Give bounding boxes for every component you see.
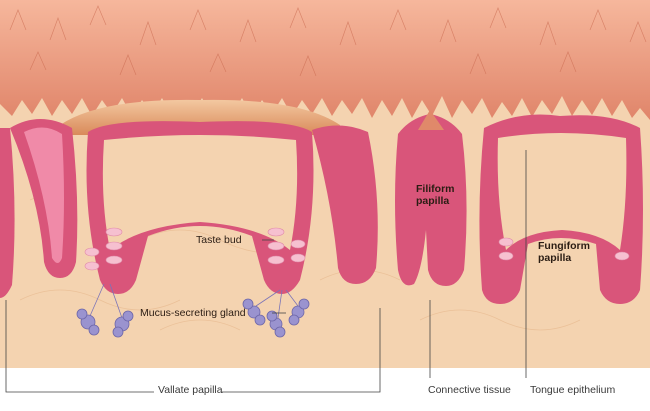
taste-buds-fungiform <box>498 237 630 261</box>
vallate-papilla-inner <box>102 135 298 250</box>
leader-lines <box>5 150 527 393</box>
taste-buds-right <box>267 227 306 265</box>
taste-buds-left <box>84 227 123 271</box>
label-vallate: Vallate papilla <box>158 384 223 396</box>
label-filiform-line1: Filiform <box>416 183 455 195</box>
surface-spike-texture <box>9 5 647 77</box>
label-fungiform-line2: papilla <box>538 252 572 265</box>
label-epithelium: Tongue epithelium <box>530 384 616 396</box>
bottom-white-strip <box>0 368 650 411</box>
tongue-surface-spikes <box>0 0 650 120</box>
left-partial-papilla <box>0 128 15 298</box>
mucus-gland-left <box>76 283 134 338</box>
label-connective: Connective tissue <box>428 384 511 396</box>
label-filiform: Filiform papilla <box>416 183 455 207</box>
vallate-trench-right <box>312 125 378 284</box>
label-fungiform-line1: Fungiform <box>538 240 590 252</box>
label-filiform-line2: papilla <box>416 195 450 208</box>
label-fungiform: Fungiform papilla <box>538 240 590 264</box>
label-mucus-gland: Mucus-secreting gland <box>140 307 246 319</box>
mucus-gland-right <box>242 289 310 338</box>
filiform-papilla <box>395 114 467 286</box>
label-taste-bud: Taste bud <box>196 234 242 246</box>
